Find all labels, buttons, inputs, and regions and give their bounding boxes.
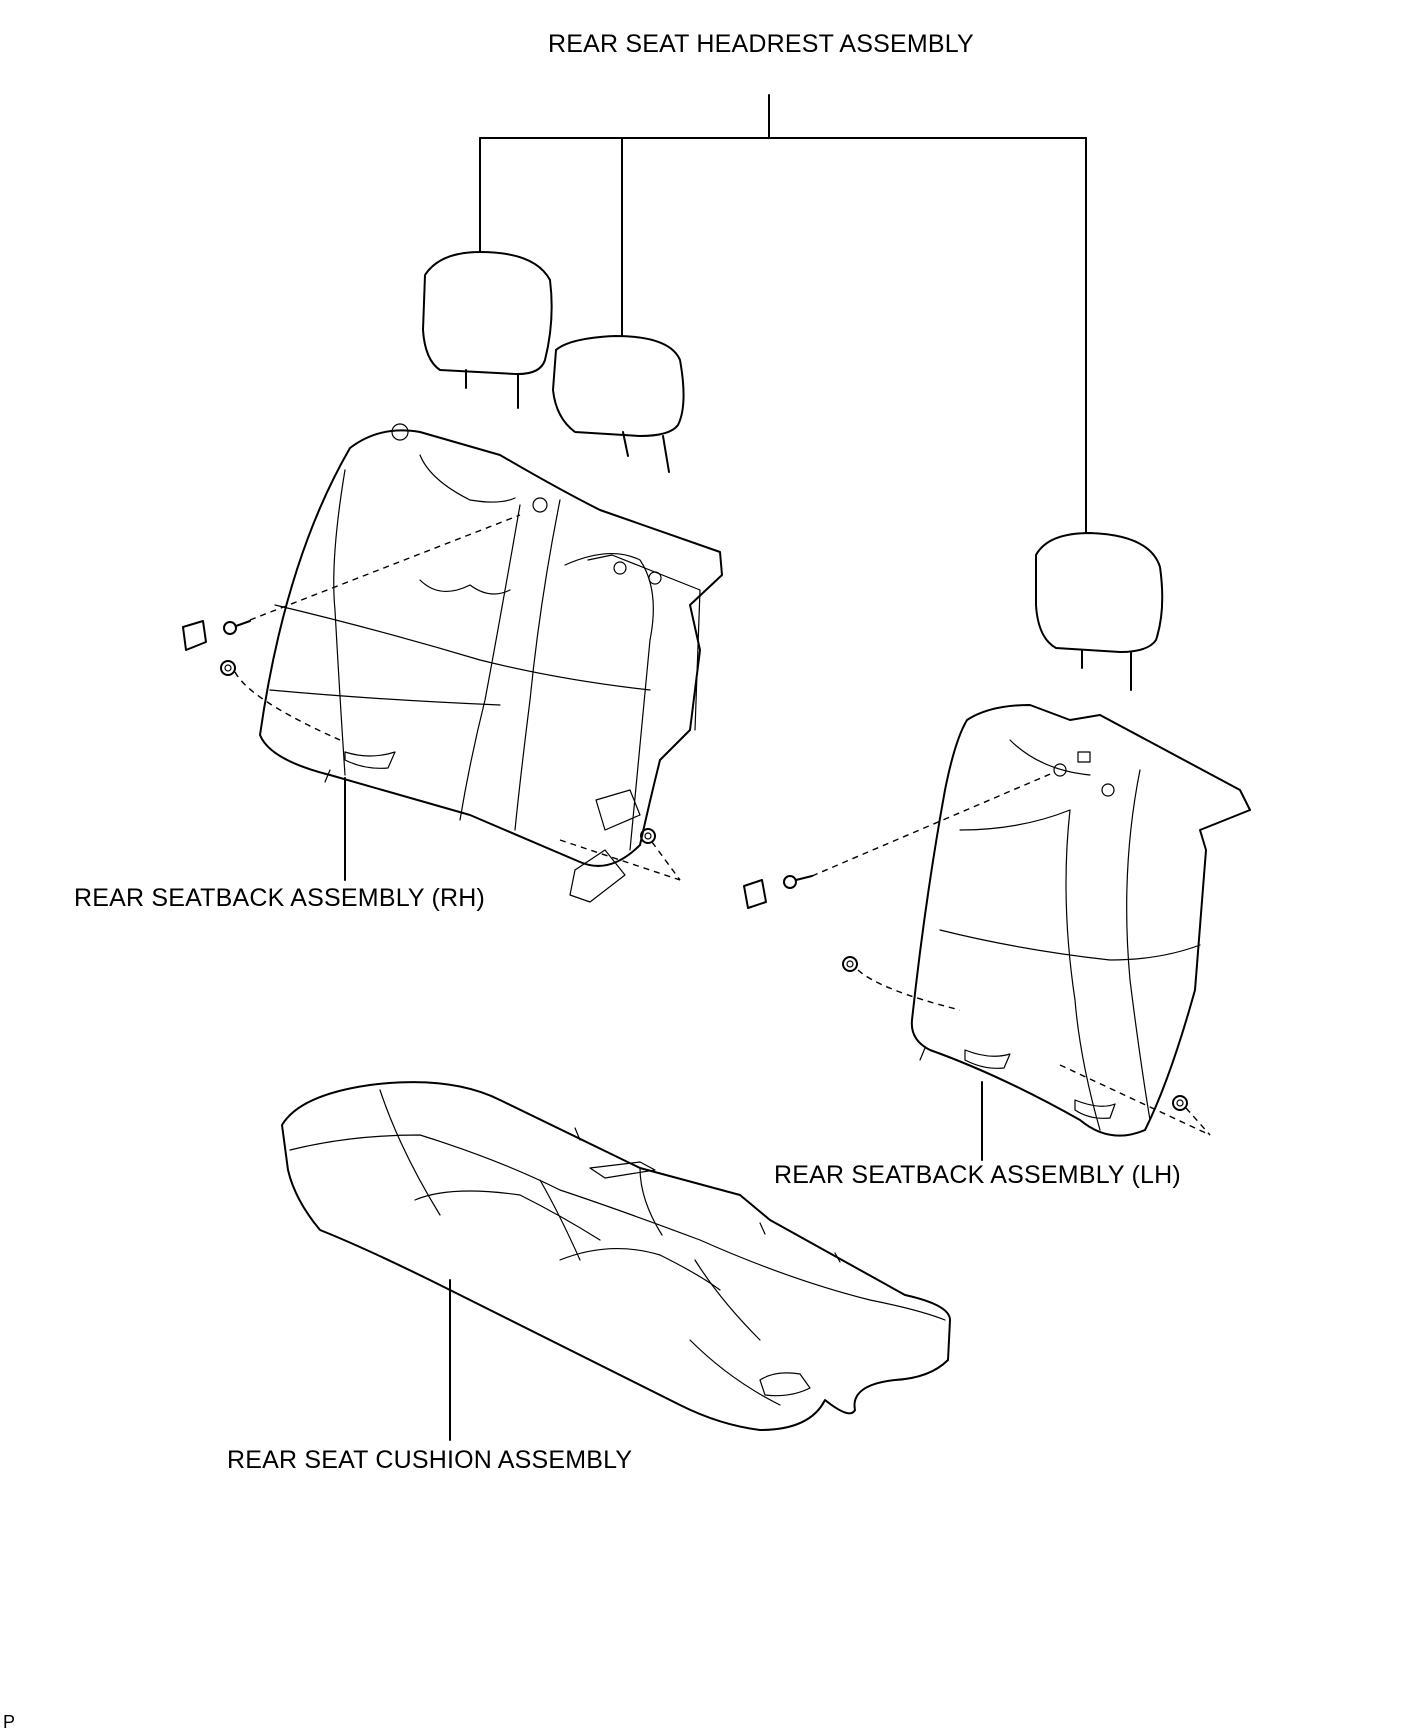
nut-icon-lh-1: [842, 956, 858, 972]
nut-icon-rh-1: [220, 660, 236, 676]
rear-seatback-lh: [910, 704, 1251, 1137]
headrest-2: [552, 335, 685, 473]
bolt-icon-rh: [223, 620, 251, 635]
lh-fasteners: [743, 771, 1211, 1136]
label-rear-seatback-assembly-rh: REAR SEATBACK ASSEMBLY (RH): [74, 884, 486, 912]
clip-icon-lh: [743, 879, 767, 909]
label-rear-seat-cushion-assembly: REAR SEAT CUSHION ASSEMBLY: [227, 1446, 633, 1474]
nut-icon-lh-2: [1172, 1095, 1188, 1111]
headrest-leader-lines: [479, 94, 1087, 535]
rear-seat-cushion: [281, 1081, 951, 1431]
nut-icon-rh-2: [640, 828, 656, 844]
clip-icon-rh: [182, 620, 207, 651]
label-rear-seatback-assembly-lh: REAR SEATBACK ASSEMBLY (LH): [774, 1161, 1181, 1189]
footer-mark: P: [3, 1712, 16, 1732]
headrest-3: [1035, 532, 1164, 691]
rh-fasteners: [182, 514, 681, 881]
bolt-icon-lh: [783, 875, 813, 889]
label-rear-seat-headrest-assembly: REAR SEAT HEADREST ASSEMBLY: [548, 30, 974, 58]
headrest-1: [422, 251, 553, 409]
rear-seatback-rh: [259, 423, 723, 903]
